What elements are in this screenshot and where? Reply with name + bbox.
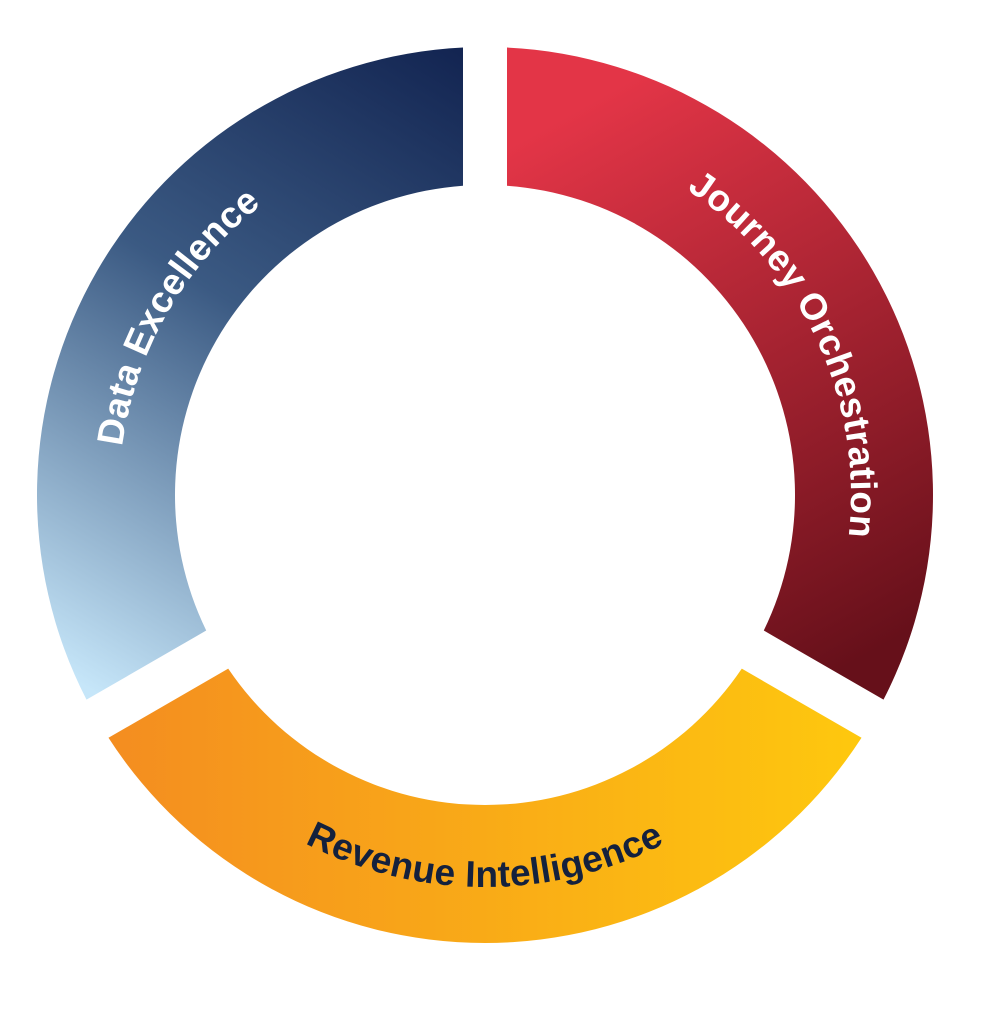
segment-journey-orchestration: Journey Orchestration xyxy=(507,47,933,700)
segment-arc-data-excellence xyxy=(36,47,464,700)
segment-arc-journey-orchestration xyxy=(507,47,933,700)
segment-revenue-intelligence: Revenue Intelligence xyxy=(108,668,862,943)
segment-data-excellence: Data Excellence xyxy=(36,47,464,700)
segment-arc-revenue-intelligence xyxy=(108,668,862,943)
